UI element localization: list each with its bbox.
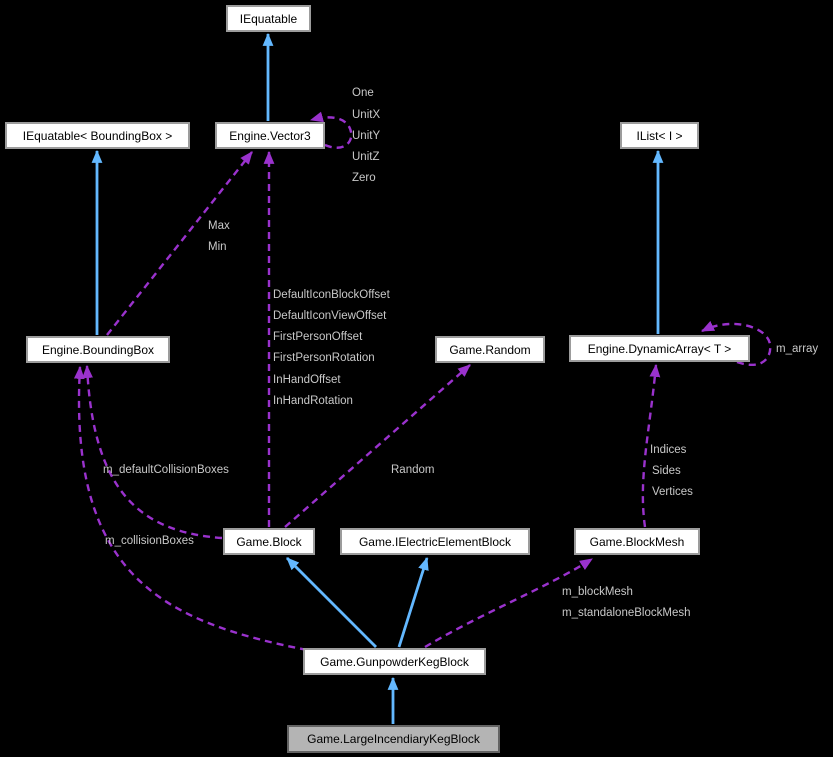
node-game-block[interactable]: Game.Block [223, 528, 315, 555]
edge-label-unitz: UnitZ [352, 151, 380, 163]
edge-usage-block-to-boundingbox-defaultcollisionboxes [82, 364, 223, 540]
edge-label-max: Max [208, 220, 230, 232]
edge-label-defaulticonviewoffset: DefaultIconViewOffset [273, 310, 387, 322]
node-engine-boundingbox[interactable]: Engine.BoundingBox [26, 336, 170, 363]
edge-label-unitx: UnitX [352, 109, 381, 121]
edge-usage-gunpowderkeg-to-boundingbox-collisionboxes [73, 365, 308, 652]
edge-label-m-defaultcollisionboxes: m_defaultCollisionBoxes [103, 464, 229, 476]
node-engine-vector3[interactable]: Engine.Vector3 [215, 122, 325, 149]
node-game-ielectricelementblock[interactable]: Game.IElectricElementBlock [340, 528, 530, 555]
node-game-largeincendiarykegblock: Game.LargeIncendiaryKegBlock [287, 725, 500, 753]
edge-label-vertices: Vertices [652, 486, 693, 498]
edge-label-defaulticonblockoffset: DefaultIconBlockOffset [273, 289, 390, 301]
node-game-blockmesh[interactable]: Game.BlockMesh [574, 528, 700, 555]
node-iequatable-boundingbox[interactable]: IEquatable< BoundingBox > [5, 122, 190, 149]
edge-usage-vector3-self-loop [309, 111, 353, 149]
node-game-gunpowderkegblock[interactable]: Game.GunpowderKegBlock [303, 648, 486, 675]
edge-usage-boundingbox-to-vector3-max-min [106, 151, 253, 336]
edge-label-zero: Zero [352, 172, 376, 184]
edge-inheritance-gunpowderkeg-to-block [286, 557, 377, 648]
edge-label-sides: Sides [652, 465, 681, 477]
edge-label-indices: Indices [650, 444, 687, 456]
edge-label-firstpersonrotation: FirstPersonRotation [273, 352, 375, 364]
edge-usage-blockmesh-to-dynamicarray [641, 363, 661, 528]
edge-inheritance-gunpowderkeg-to-ielectricelementblock [397, 556, 429, 648]
edge-usage-gunpowderkeg-to-blockmesh [424, 557, 593, 649]
edge-label-m-standaloneblockmesh: m_standaloneBlockMesh [562, 607, 691, 619]
edge-label-inhandoffset: InHandOffset [273, 374, 341, 386]
edge-label-m-blockmesh: m_blockMesh [562, 586, 633, 598]
node-game-random[interactable]: Game.Random [435, 336, 545, 363]
edge-label-m-collisionboxes: m_collisionBoxes [105, 535, 194, 547]
edge-label-inhandrotation: InHandRotation [273, 395, 353, 407]
edge-label-random: Random [391, 464, 435, 476]
edge-label-m-array: m_array [776, 343, 819, 355]
node-engine-dynamicarray[interactable]: Engine.DynamicArray< T > [569, 335, 750, 362]
node-iequatable[interactable]: IEquatable [226, 5, 311, 32]
edge-usage-dynamicarray-self-loop [701, 320, 772, 367]
node-ilist[interactable]: IList< I > [620, 122, 699, 149]
edge-usage-block-to-random [284, 364, 471, 528]
edge-label-min: Min [208, 241, 227, 253]
edge-label-unity: UnitY [352, 130, 381, 142]
edge-label-one: One [352, 87, 374, 99]
edge-label-firstpersonoffset: FirstPersonOffset [273, 331, 363, 343]
